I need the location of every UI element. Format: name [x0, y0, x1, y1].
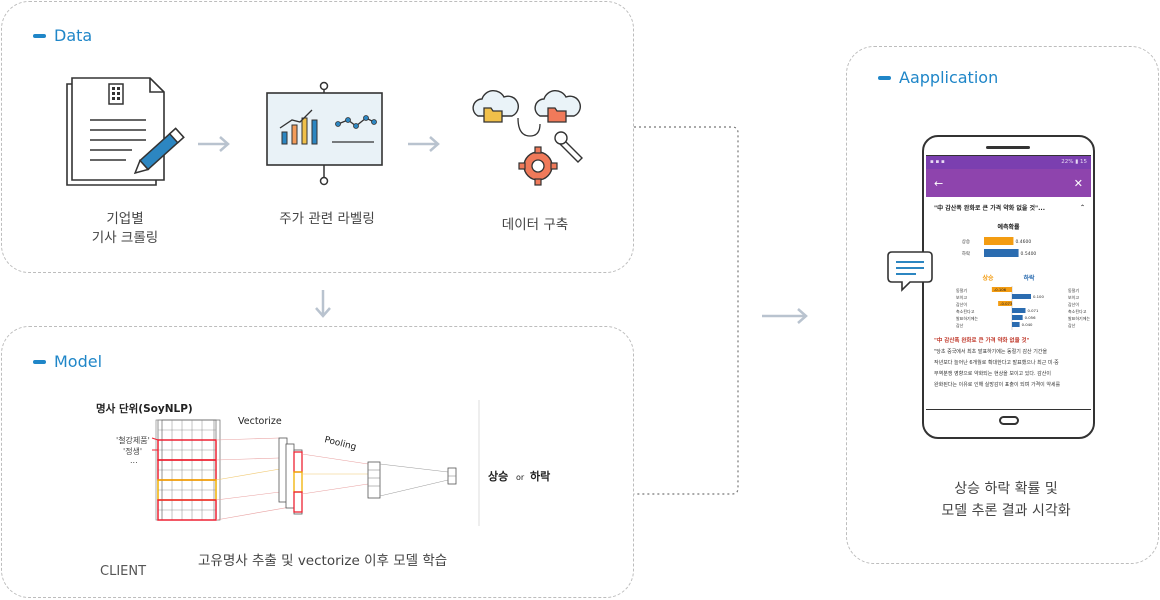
dotted-connector	[634, 126, 739, 495]
article-body: "당초 중국에서 최초 발표하기에는 동절기 감산 기간을 작년보다 늘어난 6…	[926, 344, 1091, 391]
feature-word: 축소된다고	[956, 308, 975, 314]
feature-bar	[1012, 322, 1020, 327]
step-labeling-line1: 주가 관련 라벨링	[279, 211, 375, 227]
client-label: CLIENT	[100, 564, 147, 579]
app-caption: 상승 하락 확률 및 모델 추론 결과 시각화	[900, 478, 1112, 522]
cnn-model-diagram: 명사 단위(SoyNLP) '철강제품' '정생' ... Vectorize …	[96, 400, 550, 526]
prob-label: 하락	[962, 250, 970, 257]
legend-down: 하락	[1023, 275, 1035, 282]
feature-bar	[991, 287, 1012, 292]
step-build-label: 데이터 구축	[470, 216, 600, 235]
feature-value: 0.040	[1022, 322, 1033, 327]
presentation-board-icon	[266, 81, 383, 186]
feature-value: 0.071	[1027, 308, 1038, 313]
feature-word-right: 감산	[1068, 322, 1076, 328]
prob-bar	[984, 249, 1019, 257]
arrow-right-icon	[762, 308, 808, 324]
contrib-legend: 상승 하락	[926, 273, 1091, 282]
model-panel-title: Model	[33, 352, 102, 371]
feature-word: 보이고	[956, 294, 967, 300]
document-pen-icon	[66, 77, 185, 186]
feature-contribution-chart: 동절기 동절기 -0.106 보이고 보이고 0.100 감산이 감산이 -0.073 축소된다고…	[956, 286, 1090, 330]
step-crawling-line2: 기사 크롤링	[91, 230, 159, 246]
status-left-icons: ▪ ▪ ▪	[930, 159, 945, 165]
title-bar-icon	[33, 33, 46, 38]
step-crawling-line1: 기업별	[106, 211, 144, 227]
data-title-text: Data	[54, 26, 93, 45]
phone-screen: ▪ ▪ ▪ 22% ▮ 15 ← ✕ "中 감산폭 완화로 큰 가격 약화 없을…	[926, 155, 1091, 410]
model-panel	[1, 326, 634, 598]
arrow-right-icon	[198, 136, 230, 152]
feature-word: 감산	[956, 322, 964, 328]
title-bar-icon	[33, 359, 46, 364]
app-panel-title: Aapplication	[878, 68, 998, 87]
data-panel-title: Data	[33, 26, 92, 45]
step-build-line1: 데이터 구축	[501, 217, 569, 233]
app-bar: ← ✕	[926, 169, 1091, 197]
headline-row[interactable]: "中 감산폭 완화로 큰 가격 약화 없을 것"... ⌃	[926, 197, 1091, 212]
article-line: "당초 중국에서 최초 발표하기에는 동절기 감산 기간을	[934, 349, 1048, 355]
step-labeling-label: 주가 관련 라벨링	[262, 210, 392, 229]
close-icon[interactable]: ✕	[1073, 176, 1083, 190]
feature-bar	[998, 301, 1012, 306]
app-caption-line2: 모델 추론 결과 시각화	[941, 503, 1071, 519]
article-line: 작년보다 늘어난 6개월로 확대한다고 발표했으나 최근 미·중	[934, 360, 1059, 366]
output-down: 하락	[530, 469, 550, 483]
status-bar: ▪ ▪ ▪ 22% ▮ 15	[926, 156, 1091, 169]
feature-bar	[1012, 294, 1031, 299]
app-title-text: Aapplication	[899, 68, 999, 87]
feature-word: 감산이	[956, 301, 967, 307]
arrow-down-icon	[315, 290, 331, 318]
article-line: 완화된다는 이유로 인해 실망감이 표출이 되며 가격이 약세를	[934, 382, 1061, 388]
feature-word-right: 감산이	[1068, 301, 1079, 307]
model-caption: 고유명사 추출 및 vectorize 이후 모델 학습	[198, 553, 448, 569]
model-title-text: Model	[54, 352, 103, 371]
back-arrow-icon[interactable]: ←	[934, 176, 944, 190]
token-2: '정생'	[123, 446, 142, 456]
headline-text: "中 감산폭 완화로 큰 가격 약화 없을 것"...	[934, 205, 1045, 212]
feature-word: 발표하기에는	[956, 315, 978, 321]
feature-value: -0.106	[994, 287, 1007, 292]
pooling-label: Pooling	[323, 435, 357, 453]
prob-title: 예측확률	[997, 224, 1020, 231]
feature-value: 0.100	[1033, 294, 1044, 299]
application-panel	[846, 46, 1159, 564]
legend-up: 상승	[982, 275, 994, 282]
cloud-data-gear-icon	[472, 90, 583, 186]
output-up: 상승	[488, 469, 508, 483]
feature-word-right: 발표하기에는	[1068, 315, 1090, 321]
feature-bar	[1012, 308, 1026, 313]
prob-bar	[984, 237, 1014, 245]
feature-value: -0.073	[1000, 301, 1013, 306]
feature-word-right: 축소된다고	[1068, 308, 1087, 314]
feature-value: 0.056	[1025, 315, 1036, 320]
title-bar-icon	[878, 75, 891, 80]
chat-bubble-icon	[887, 251, 933, 292]
article-line: 무역분쟁 영향으로 약화되는 현상을 보이고 있다. 감산이	[934, 371, 1051, 377]
probability-chart: 상승 0.4600 하락 0.5400	[962, 237, 1037, 257]
vectorize-label: Vectorize	[238, 416, 282, 427]
feature-bar	[1012, 315, 1023, 320]
output-or: or	[516, 473, 525, 482]
input-title: 명사 단위(SoyNLP)	[96, 402, 193, 415]
article-title: "中 감산폭 완화로 큰 가격 약화 없을 것"	[934, 338, 1030, 344]
phone-speaker	[986, 146, 1030, 149]
token-1: '철강제품'	[116, 435, 150, 445]
feature-word-right: 동절기	[1068, 287, 1079, 293]
prob-label: 상승	[962, 238, 970, 245]
status-right-text: 22% ▮ 15	[1061, 159, 1087, 165]
step-crawling-label: 기업별 기사 크롤링	[60, 210, 190, 248]
prob-value: 0.4600	[1015, 239, 1031, 245]
phone-home-button[interactable]	[999, 416, 1019, 425]
arrow-right-icon	[408, 136, 440, 152]
prob-value: 0.5400	[1021, 251, 1037, 257]
token-ellipsis: ...	[130, 456, 138, 465]
app-caption-line1: 상승 하락 확률 및	[954, 481, 1058, 497]
chevron-up-icon: ⌃	[1079, 204, 1085, 211]
feature-word-right: 보이고	[1068, 294, 1079, 300]
feature-word: 동절기	[956, 287, 967, 293]
